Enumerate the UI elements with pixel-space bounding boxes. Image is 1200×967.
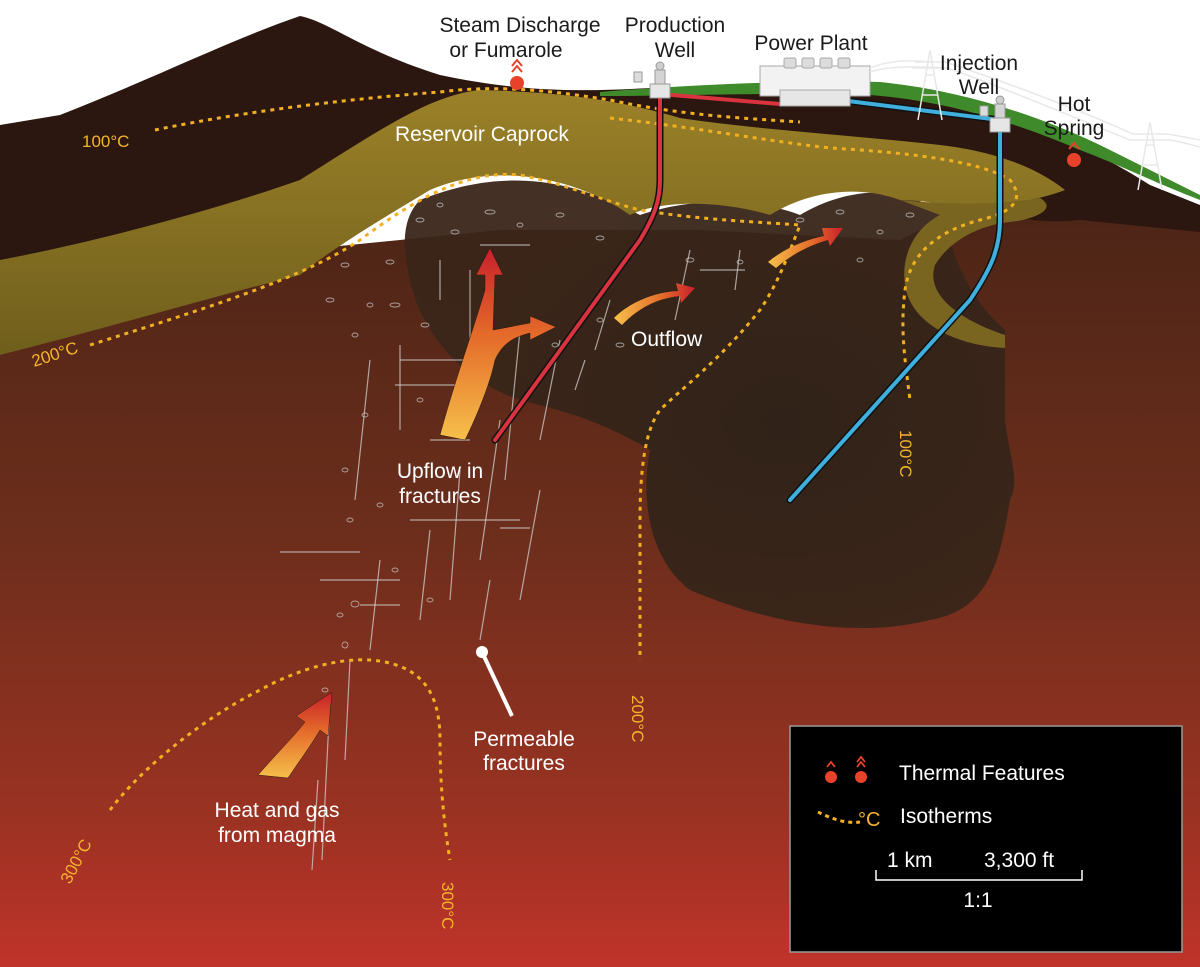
heat-gas-label-line1: Heat and gas xyxy=(215,799,340,822)
permeable-label-line2: fractures xyxy=(483,752,565,775)
power-plant-label: Power Plant xyxy=(754,32,867,55)
fumarole-marker-icon xyxy=(510,58,524,90)
outflow-label: Outflow xyxy=(631,328,703,351)
legend-scale-ft: 3,300 ft xyxy=(984,849,1054,872)
legend-box: Thermal Features °C Isotherms 1 km 3,300… xyxy=(789,725,1183,953)
isotherm-label-bottom-300: 300°C xyxy=(438,882,457,929)
legend-scale-bar xyxy=(875,870,1083,881)
isotherm-100-left xyxy=(154,87,801,132)
legend-scale-km: 1 km xyxy=(887,849,933,872)
injection-well-label-line1: Injection xyxy=(940,52,1018,75)
isotherm-300 xyxy=(108,658,452,861)
production-well-pipe xyxy=(491,88,781,444)
upflow-arrow-icon xyxy=(439,247,557,441)
isotherm-lines xyxy=(89,87,1018,861)
legend-thermal-features-label: Thermal Features xyxy=(899,762,1065,785)
reservoir-caprock-label: Reservoir Caprock xyxy=(395,123,569,146)
hot-spring-label-line1: Hot xyxy=(1058,93,1091,116)
legend-isotherms-label: Isotherms xyxy=(900,805,992,828)
fractured-reservoir xyxy=(404,180,1015,629)
heat-gas-label-line2: from magma xyxy=(218,824,336,847)
isotherm-label-mid-200: 200°C xyxy=(628,695,647,742)
permeable-fracture-pointer xyxy=(476,646,514,717)
injection-well-pipe xyxy=(786,96,1004,504)
isotherm-100-upper xyxy=(609,116,1018,401)
fumarole-label-line2: or Fumarole xyxy=(449,39,562,62)
isotherm-200-left xyxy=(89,172,803,660)
transmission-tower-icon xyxy=(869,49,1200,191)
caprock-right-lobe xyxy=(900,198,1047,348)
legend-isotherm-swatch xyxy=(817,810,861,824)
outflow-arrow-icon xyxy=(614,228,843,325)
hot-spring-label-line2: Spring xyxy=(1044,117,1105,140)
magma-heat-arrow-icon xyxy=(257,691,333,779)
legend-isotherm-symbol: °C xyxy=(858,809,880,831)
permeable-label-line1: Permeable xyxy=(473,728,575,751)
legend-thermal-feature-icon xyxy=(825,755,867,783)
injection-well-label-line2: Well xyxy=(959,76,999,99)
isotherm-label-right-100: 100°C xyxy=(896,430,915,477)
isotherm-label-left-100: 100°C xyxy=(82,132,129,151)
power-plant-icon xyxy=(759,57,871,107)
production-well-label-line1: Production xyxy=(625,14,725,37)
legend-scale-ratio: 1:1 xyxy=(963,889,992,912)
steam-discharge-label: Steam Discharge xyxy=(439,14,600,37)
injection-wellhead-icon xyxy=(979,95,1011,133)
production-well-label-line2: Well xyxy=(655,39,695,62)
upflow-label-line1: Upflow in xyxy=(397,460,483,483)
production-wellhead-icon xyxy=(633,61,671,99)
reservoir-caprock-layer xyxy=(0,90,1065,355)
hot-spring-marker-icon xyxy=(1067,141,1081,167)
upflow-label-line2: fractures xyxy=(399,485,481,508)
